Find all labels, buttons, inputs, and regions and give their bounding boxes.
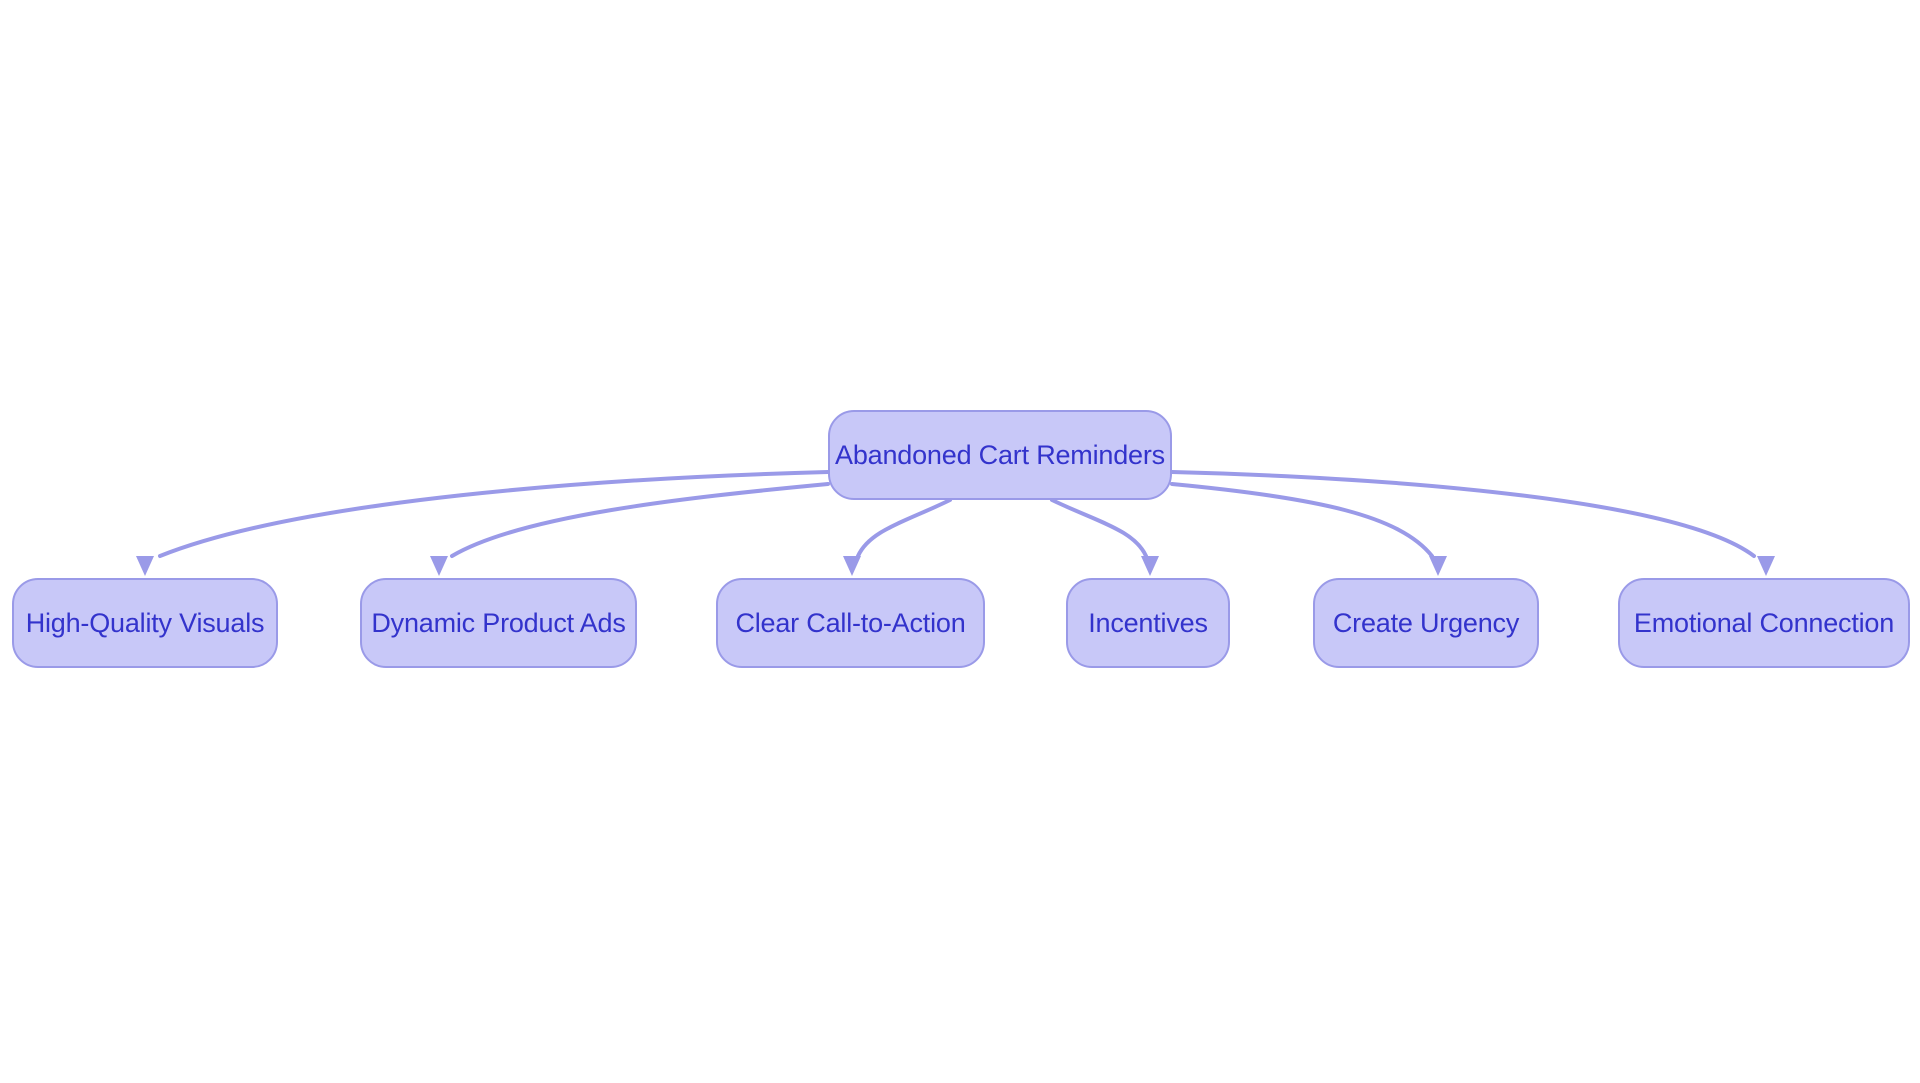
edge-root-to-clear-call-to-action [856,498,952,558]
node-emotional-connection[interactable]: Emotional Connection [1618,578,1910,668]
node-high-quality-visuals-label: High-Quality Visuals [25,607,265,638]
edge-root-to-create-urgency [1170,482,1434,558]
node-create-urgency-label: Create Urgency [1332,607,1520,638]
arrowhead-dynamic-product-ads [430,556,448,576]
arrowhead-emotional-connection [1757,556,1775,576]
node-incentives[interactable]: Incentives [1066,578,1230,668]
node-create-urgency[interactable]: Create Urgency [1313,578,1539,668]
edge-root-to-high-quality-visuals [158,470,830,558]
node-dynamic-product-ads[interactable]: Dynamic Product Ads [360,578,637,668]
arrowhead-high-quality-visuals [136,556,154,576]
node-incentives-label: Incentives [1088,607,1208,638]
edge-root-to-incentives [1050,498,1148,558]
node-dynamic-product-ads-label: Dynamic Product Ads [371,607,626,638]
node-root-label: Abandoned Cart Reminders [835,439,1165,470]
arrowhead-incentives [1141,556,1159,576]
node-root[interactable]: Abandoned Cart Reminders [828,410,1172,500]
edge-root-to-dynamic-product-ads [450,482,830,558]
node-high-quality-visuals[interactable]: High-Quality Visuals [12,578,278,668]
arrowhead-create-urgency [1429,556,1447,576]
arrowhead-clear-call-to-action [843,556,861,576]
node-clear-call-to-action[interactable]: Clear Call-to-Action [716,578,985,668]
node-emotional-connection-label: Emotional Connection [1633,607,1895,638]
node-clear-call-to-action-label: Clear Call-to-Action [735,607,966,638]
edge-root-to-emotional-connection [1170,470,1756,558]
